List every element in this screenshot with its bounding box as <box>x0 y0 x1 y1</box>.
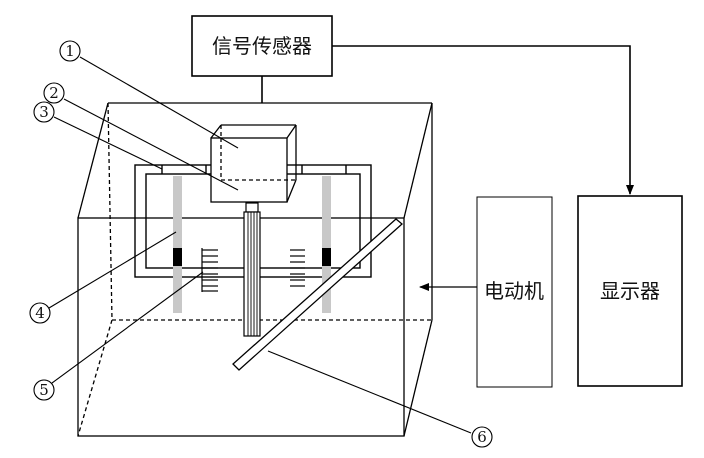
svg-text:6: 6 <box>477 428 487 446</box>
guide-rod-left <box>173 176 182 313</box>
stirring-plate <box>232 218 403 371</box>
water-tank <box>77 102 433 437</box>
motor-label: 电动机 <box>484 279 544 303</box>
leader-lines <box>48 56 472 434</box>
display-box: 显示器 <box>577 195 683 387</box>
signal-sensor-label: 信号传感器 <box>212 34 312 58</box>
sensor-block <box>210 124 297 203</box>
callout-2: 2 <box>43 82 65 104</box>
callout-1: 1 <box>59 40 81 62</box>
sensor-to-display-wire <box>332 45 634 195</box>
svg-text:4: 4 <box>35 304 45 322</box>
callout-4: 4 <box>29 302 51 324</box>
comb-plate-left <box>201 248 218 292</box>
probe-assembly <box>243 202 261 337</box>
callout-6: 6 <box>471 426 493 448</box>
comb-plate-right <box>290 249 305 287</box>
motor-box: 电动机 <box>476 196 553 388</box>
svg-text:1: 1 <box>65 42 75 60</box>
svg-text:2: 2 <box>49 84 59 102</box>
guide-rod-right <box>322 176 331 313</box>
callout-3: 3 <box>33 101 55 123</box>
svg-text:3: 3 <box>39 103 49 121</box>
signal-sensor-box: 信号传感器 <box>191 15 333 77</box>
display-label: 显示器 <box>600 279 660 303</box>
svg-text:5: 5 <box>39 381 49 399</box>
callout-5: 5 <box>33 379 55 401</box>
